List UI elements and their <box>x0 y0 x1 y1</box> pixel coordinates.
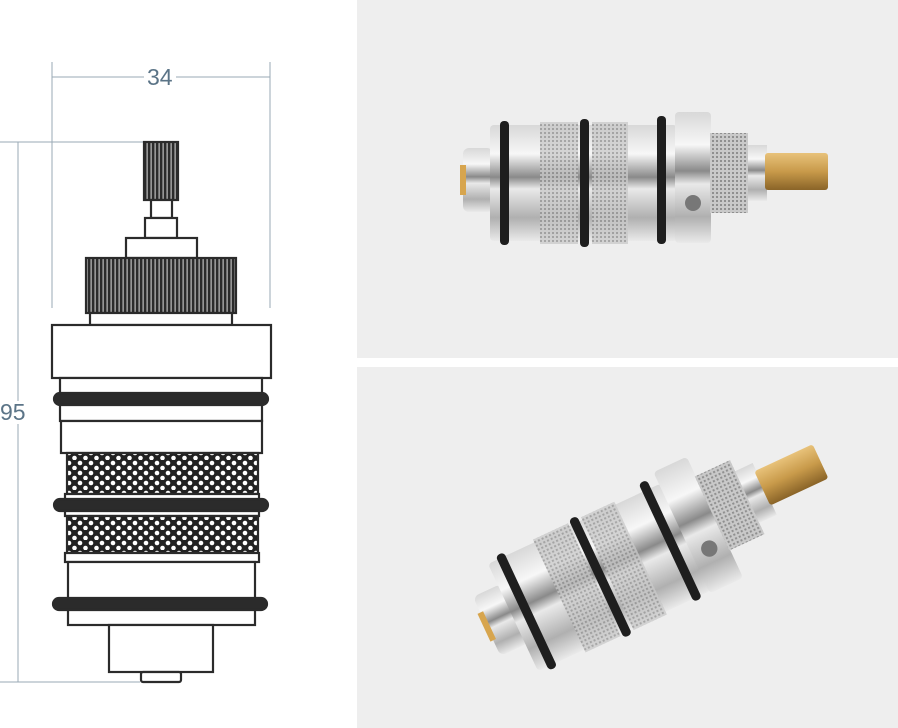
cartridge-drawing <box>50 140 273 684</box>
height-dimension-label: 95 <box>0 399 26 425</box>
cartridge-photo-angled <box>454 406 854 690</box>
cartridge-photo-side <box>460 112 828 247</box>
width-dimension-label: 34 <box>144 66 176 89</box>
